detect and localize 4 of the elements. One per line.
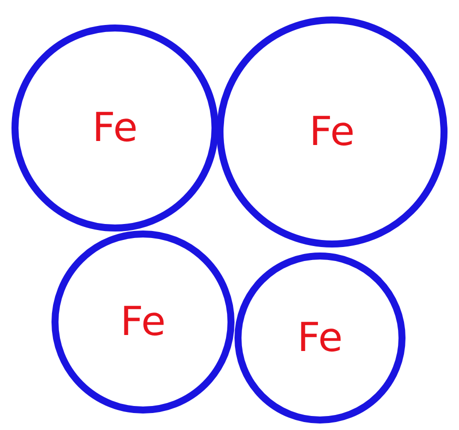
element-symbol: Fe: [309, 109, 355, 155]
element-symbol: Fe: [92, 105, 138, 151]
element-symbol: Fe: [120, 299, 166, 345]
element-symbol: Fe: [297, 315, 343, 361]
